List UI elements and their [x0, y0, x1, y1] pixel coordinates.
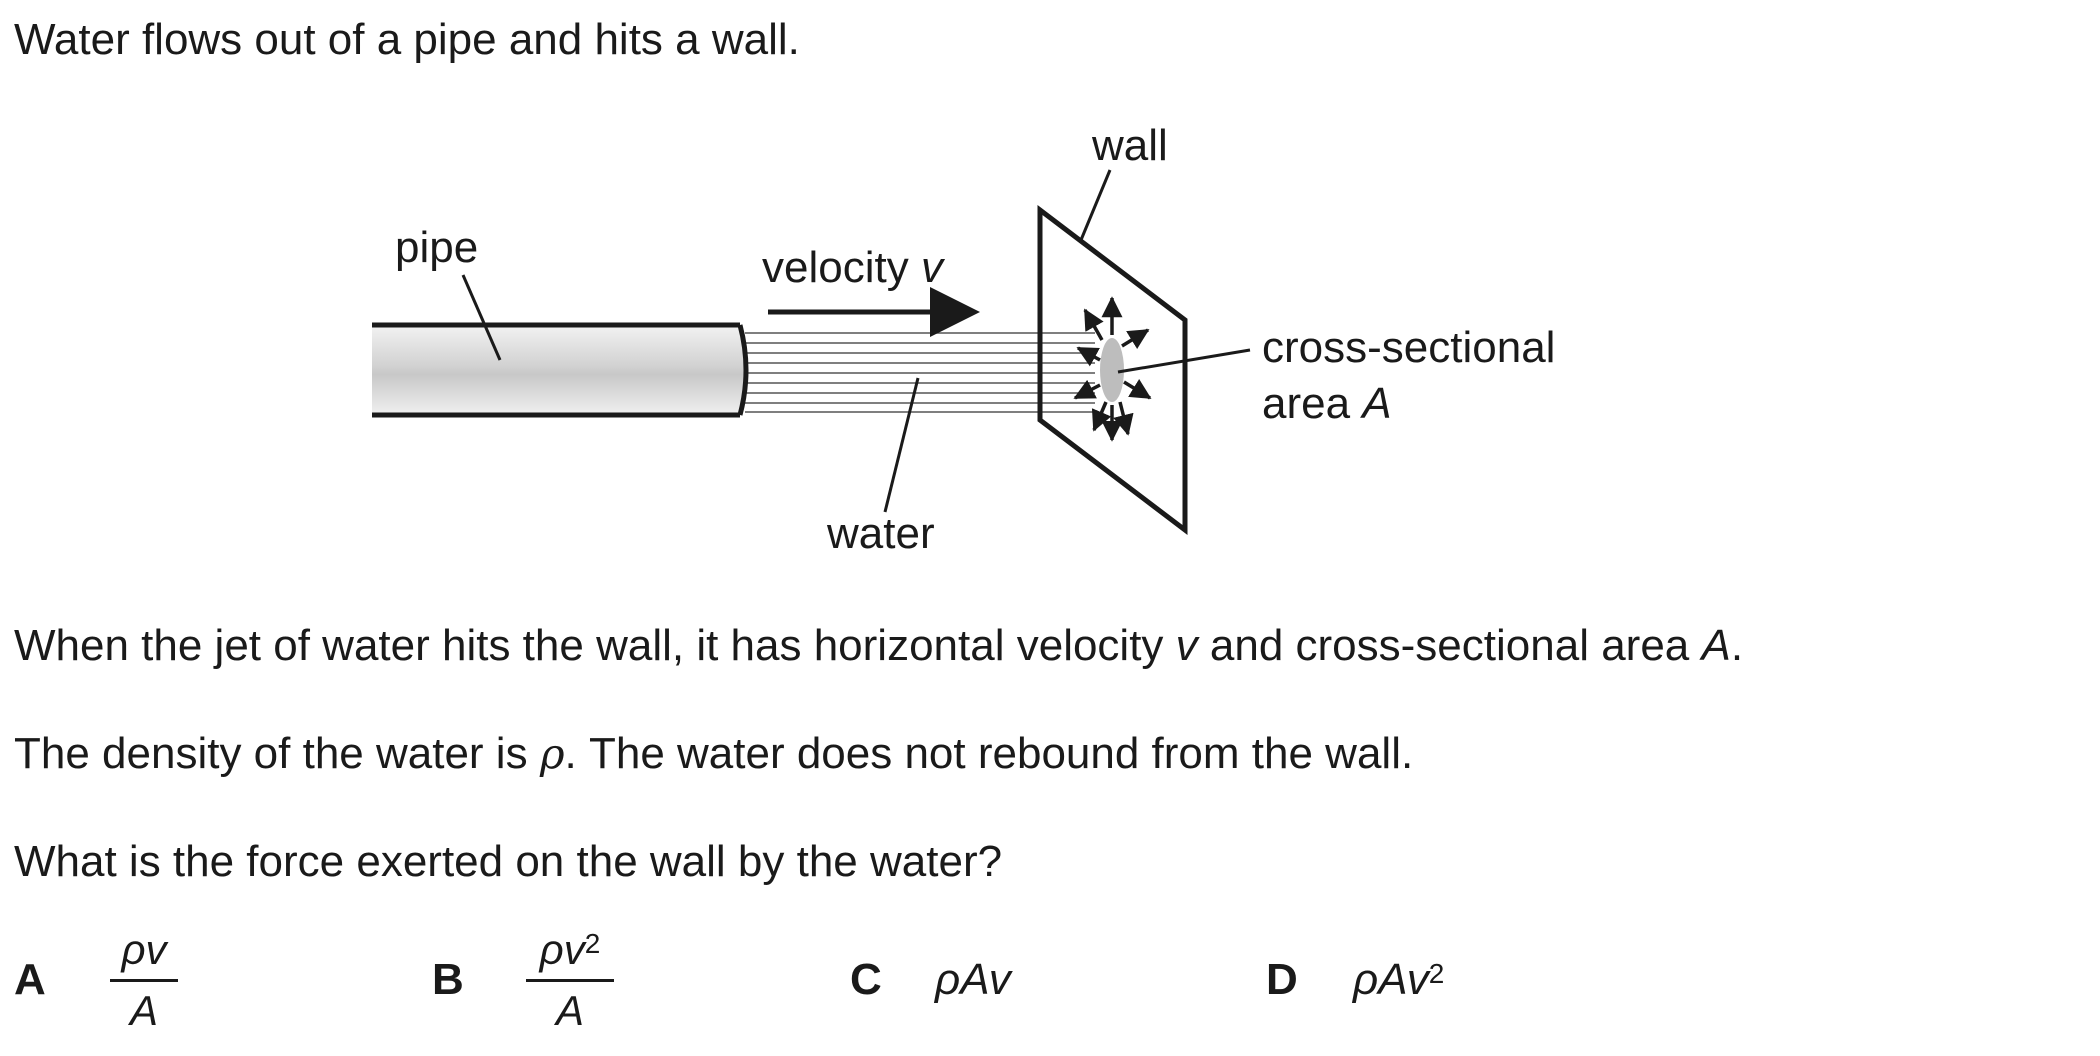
- wall-leader: [1079, 169, 1112, 241]
- question-prompt: What is the force exerted on the wall by…: [14, 837, 1003, 886]
- water-jet: [745, 332, 1095, 413]
- area-leader: [1117, 348, 1251, 374]
- option-a-expression: ρv A: [110, 925, 178, 1036]
- option-b-letter: B: [432, 955, 464, 1004]
- water-label: water: [826, 509, 935, 558]
- question-intro: Water flows out of a pipe and hits a wal…: [14, 15, 800, 64]
- area-label-line1: cross-sectional: [1262, 323, 1555, 372]
- option-c-letter: C: [850, 955, 882, 1004]
- option-b-expression: ρv2 A: [526, 925, 614, 1036]
- pipe-leader: [461, 274, 502, 361]
- water-leader: [883, 377, 920, 513]
- pipe: [372, 322, 749, 418]
- option-c-expression: ρAv: [935, 955, 1011, 1004]
- option-b-denominator: A: [555, 987, 584, 1034]
- fraction-bar: [526, 979, 614, 982]
- wall: [1037, 204, 1188, 536]
- pipe-label: pipe: [395, 223, 478, 272]
- pipe-wall-diagram: pipe velocity v wall water cross-section…: [372, 121, 1555, 558]
- option-a-denominator: A: [129, 987, 158, 1034]
- option-a-letter: A: [14, 955, 46, 1004]
- statement-density: The density of the water is ρ. The water…: [14, 729, 1414, 778]
- contact-area: [1100, 338, 1124, 402]
- option-d-expression: ρAv2: [1353, 955, 1445, 1004]
- fraction-bar: [110, 979, 178, 982]
- statement-velocity-area: When the jet of water hits the wall, it …: [14, 621, 1744, 670]
- wall-label: wall: [1091, 121, 1168, 170]
- option-b-numerator: ρv2: [539, 926, 601, 973]
- option-a-numerator: ρv: [121, 926, 167, 973]
- area-label-line2: area A: [1262, 379, 1392, 428]
- splash-arrows: [1073, 296, 1152, 442]
- velocity-label: velocity v: [762, 243, 946, 292]
- option-d-letter: D: [1266, 955, 1298, 1004]
